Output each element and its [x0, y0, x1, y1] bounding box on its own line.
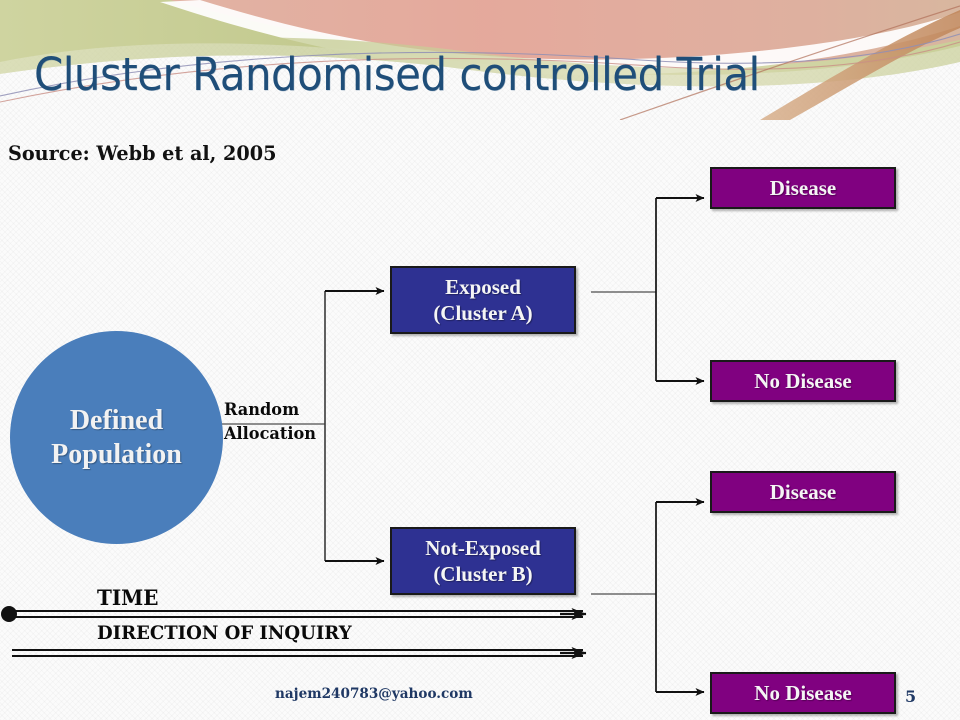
header-white-sweep [160, 0, 960, 75]
random-allocation-label: Random Allocation [224, 398, 316, 446]
allocation-line-2: Allocation [224, 424, 316, 445]
header-decoration [0, 0, 960, 120]
exposed-line-1: Exposed [445, 274, 521, 299]
not-exposed-group-label: Not-Exposed (Cluster B) [425, 535, 541, 587]
time-axis-label: TIME [97, 585, 159, 610]
population-line-1: Defined [69, 405, 164, 437]
exposed-group-label: Exposed (Cluster A) [433, 274, 532, 326]
outcome-label: Disease [769, 479, 837, 504]
not-exposed-line-1: Not-Exposed [425, 535, 541, 560]
outcome-box-no-disease-not-exposed[interactable]: No Disease [710, 672, 896, 714]
outcome-label: Disease [769, 175, 837, 200]
allocation-line-1: Random [224, 400, 300, 420]
header-thin-line-tan [619, 5, 960, 120]
not-exposed-line-2: (Cluster B) [433, 562, 533, 586]
header-thin-line-blue [0, 33, 960, 97]
source-citation: Source: Webb et al, 2005 [8, 141, 277, 165]
defined-population-node[interactable]: Defined Population [10, 331, 223, 544]
exposed-group-box[interactable]: Exposed (Cluster A) [390, 266, 576, 334]
page-number: 5 [905, 687, 917, 706]
defined-population-label: Defined Population [51, 404, 182, 470]
outcome-box-no-disease-exposed[interactable]: No Disease [710, 360, 896, 402]
header-salmon-band [170, 0, 960, 68]
outcome-label: No Disease [754, 680, 852, 705]
inquiry-axis-label: DIRECTION OF INQUIRY [97, 622, 352, 644]
outcome-box-disease-exposed[interactable]: Disease [710, 167, 896, 209]
page-title: Cluster Randomised controlled Trial [34, 48, 760, 101]
outcome-box-disease-not-exposed[interactable]: Disease [710, 471, 896, 513]
exposed-line-2: (Cluster A) [433, 301, 533, 325]
time-axis-origin-dot [1, 606, 17, 622]
outcome-label: No Disease [754, 368, 852, 393]
header-thin-line-rose [0, 41, 960, 103]
header-tan-arc [760, 10, 960, 120]
population-line-2: Population [51, 438, 182, 470]
header-olive-echo [0, 37, 960, 87]
not-exposed-group-box[interactable]: Not-Exposed (Cluster B) [390, 527, 576, 595]
footer-email: najem240783@yahoo.com [275, 686, 473, 702]
